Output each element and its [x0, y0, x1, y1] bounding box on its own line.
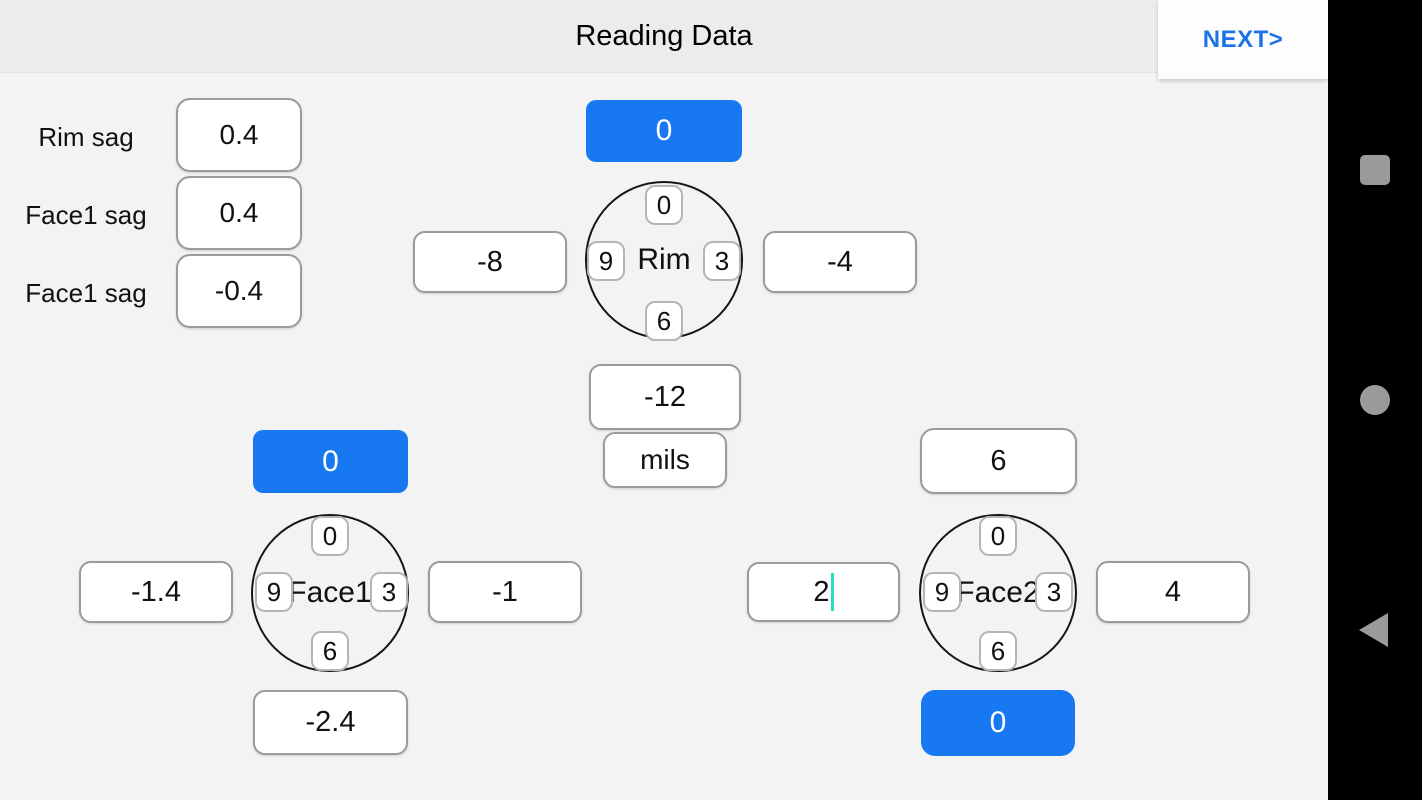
back-triangle-icon[interactable]: [1359, 613, 1388, 647]
rim-top-reading-button[interactable]: 0: [586, 100, 742, 162]
face1-top-reading-button[interactable]: 0: [253, 430, 408, 493]
rim-6-oclock-input[interactable]: -12: [589, 364, 741, 430]
face2-clock-9-chip: 9: [923, 572, 961, 612]
rim-clock-9-chip: 9: [587, 241, 625, 281]
page-title: Reading Data: [575, 19, 753, 52]
face2-dial-label: Face2: [956, 576, 1040, 609]
face1-9-oclock-input[interactable]: -1.4: [79, 561, 233, 623]
face1-sag-label: Face1 sag: [25, 199, 147, 230]
face1-clock-6-chip: 6: [311, 631, 349, 671]
rim-sag-input[interactable]: 0.4: [176, 98, 302, 172]
face2-dial-circle: [919, 514, 1077, 672]
recents-square-icon[interactable]: [1360, 155, 1390, 185]
rim-dial-label: Rim: [637, 243, 691, 276]
face1-clock-0-chip: 0: [311, 516, 349, 556]
face2-clock-6-chip: 6: [979, 631, 1017, 671]
face2-9-oclock-input[interactable]: 2: [747, 562, 900, 622]
rim-clock-6-chip: 6: [645, 301, 683, 341]
face2-0-oclock-input[interactable]: 6: [920, 428, 1077, 494]
face2-clock-3-chip: 3: [1035, 572, 1073, 612]
rim-3-oclock-input[interactable]: -4: [763, 231, 917, 293]
rim-clock-0-chip: 0: [645, 185, 683, 225]
face2-sag-input[interactable]: -0.4: [176, 254, 302, 328]
home-circle-icon[interactable]: [1360, 385, 1390, 415]
face1-dial-circle: [251, 514, 409, 672]
rim-clock-3-chip: 3: [703, 241, 741, 281]
face1-6-oclock-input[interactable]: -2.4: [253, 690, 408, 755]
face1-3-oclock-input[interactable]: -1: [428, 561, 582, 623]
next-button[interactable]: NEXT>: [1158, 0, 1328, 79]
face2-bottom-reading-button[interactable]: 0: [921, 690, 1075, 756]
face2-sag-label: Face1 sag: [25, 277, 147, 308]
face2-clock-0-chip: 0: [979, 516, 1017, 556]
face1-clock-9-chip: 9: [255, 572, 293, 612]
units-label-box[interactable]: mils: [603, 432, 727, 488]
face1-clock-3-chip: 3: [370, 572, 408, 612]
face1-sag-input[interactable]: 0.4: [176, 176, 302, 250]
text-cursor: [830, 573, 834, 611]
rim-sag-label: Rim sag: [38, 121, 134, 152]
face1-dial-label: Face1: [288, 576, 372, 609]
rim-9-oclock-input[interactable]: -8: [413, 231, 567, 293]
header-bar: Reading Data: [0, 0, 1328, 73]
face2-3-oclock-input[interactable]: 4: [1096, 561, 1250, 623]
face2-9-oclock-value: 2: [813, 575, 830, 608]
